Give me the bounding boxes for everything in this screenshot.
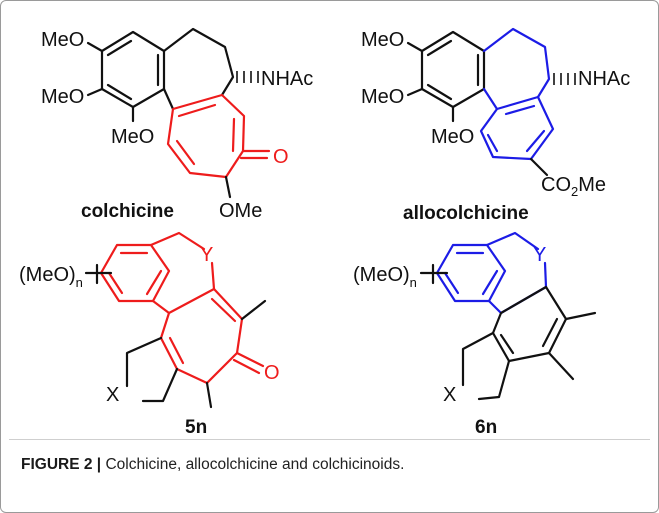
c5n-tropolone-ring	[159, 287, 244, 385]
c6n-meo-n-label: (MeO)n	[353, 264, 417, 290]
c6n-x-label: X	[443, 384, 456, 406]
colchicine-meo-label-3: MeO	[111, 126, 154, 148]
allocolchicine-name: allocolchicine	[403, 203, 529, 224]
colchicine-structure	[86, 27, 271, 199]
allocolchicine-ring-a	[420, 30, 486, 109]
structure-scheme: MeO MeO MeO NHAc O OMe colchicine MeO Me…	[19, 27, 630, 438]
c5n-y-ring	[149, 231, 206, 251]
allocolchicine-meo-label-1: MeO	[361, 29, 404, 51]
c6n-y-ring	[485, 231, 540, 251]
figure-label: FIGURE 2 |	[21, 456, 102, 473]
compound-6n-name: 6n	[475, 417, 497, 438]
colchicine-ring-b	[162, 27, 235, 97]
caption-text: Colchicine, allocolchicine and colchicin…	[101, 456, 405, 473]
allocolchicine-ring-c	[479, 95, 555, 161]
colchicine-meo-label-2: MeO	[41, 86, 84, 108]
c5n-x-ring	[125, 336, 163, 388]
colchicine-meo-label-1: MeO	[41, 29, 84, 51]
allocolchicine-co2me-label: CO2Me	[541, 174, 606, 199]
allocolchicine-meo-label-3: MeO	[431, 126, 474, 148]
colchicine-ome-label: OMe	[219, 200, 262, 222]
caption-divider	[9, 439, 650, 440]
colchicine-tropolone-ring	[166, 93, 246, 179]
c6n-y-label: Y	[533, 244, 546, 266]
allocolchicine-ring-b	[482, 27, 551, 99]
colchicine-name: colchicine	[81, 201, 174, 222]
c5n-carbonyl-o: O	[264, 362, 280, 384]
c5n-y-label: Y	[200, 244, 213, 266]
allocolchicine-structure	[406, 27, 576, 177]
colchicine-ring-a	[100, 30, 166, 109]
c5n-meo-n-label: (MeO)n	[19, 264, 83, 290]
compound-5n-name: 5n	[185, 417, 207, 438]
allocolchicine-meo-label-2: MeO	[361, 86, 404, 108]
allocolchicine-nhac-label: NHAc	[578, 68, 630, 90]
compound-6n-structure	[419, 231, 597, 401]
colchicine-carbonyl-o: O	[273, 146, 289, 168]
figure-caption: FIGURE 2 | Colchicine, allocolchicine an…	[21, 456, 404, 474]
compound-5n-structure	[84, 231, 267, 409]
c5n-x-label: X	[106, 384, 119, 406]
colchicine-nhac-label: NHAc	[261, 68, 313, 90]
